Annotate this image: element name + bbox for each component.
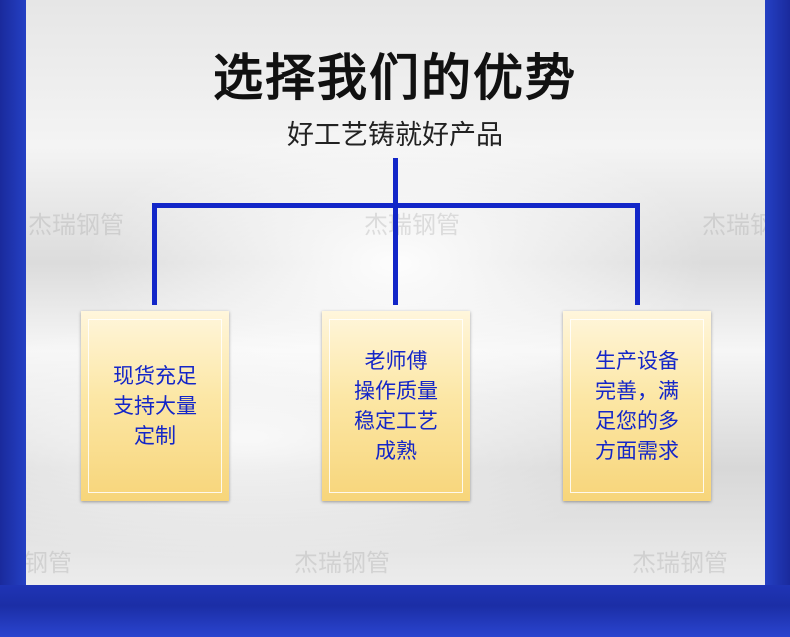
frame-right	[765, 0, 790, 585]
card-text: 老师傅 操作质量 稳定工艺 成熟	[354, 349, 438, 463]
advantage-card-equipment: 生产设备 完善，满 足您的多 方面需求	[563, 311, 711, 501]
card-text: 现货充足 支持大量 定制	[113, 364, 197, 448]
bottom-band	[0, 585, 790, 637]
connector-right	[635, 203, 640, 305]
advantage-card-craft: 老师傅 操作质量 稳定工艺 成熟	[322, 311, 470, 501]
advantage-card-stock: 现货充足 支持大量 定制	[81, 311, 229, 501]
connector-left	[152, 203, 157, 305]
page-title: 选择我们的优势	[213, 49, 577, 107]
connector-trunk	[393, 158, 398, 206]
page-subtitle: 好工艺铸就好产品	[287, 120, 503, 151]
watermark: 杰瑞钢管	[294, 549, 390, 577]
connector-center	[393, 203, 398, 305]
card-border: 现货充足 支持大量 定制	[88, 319, 222, 493]
watermark: 杰瑞钢管	[28, 211, 124, 239]
watermark: 杰瑞钢管	[702, 211, 765, 239]
card-border: 老师傅 操作质量 稳定工艺 成熟	[329, 319, 463, 493]
watermark: 杰瑞钢管	[632, 549, 728, 577]
frame-left	[0, 0, 26, 585]
watermark: 杰瑞钢管	[364, 211, 460, 239]
watermark: 杰瑞钢管	[26, 549, 72, 577]
card-text: 生产设备 完善，满 足您的多 方面需求	[595, 349, 679, 463]
card-border: 生产设备 完善，满 足您的多 方面需求	[570, 319, 704, 493]
